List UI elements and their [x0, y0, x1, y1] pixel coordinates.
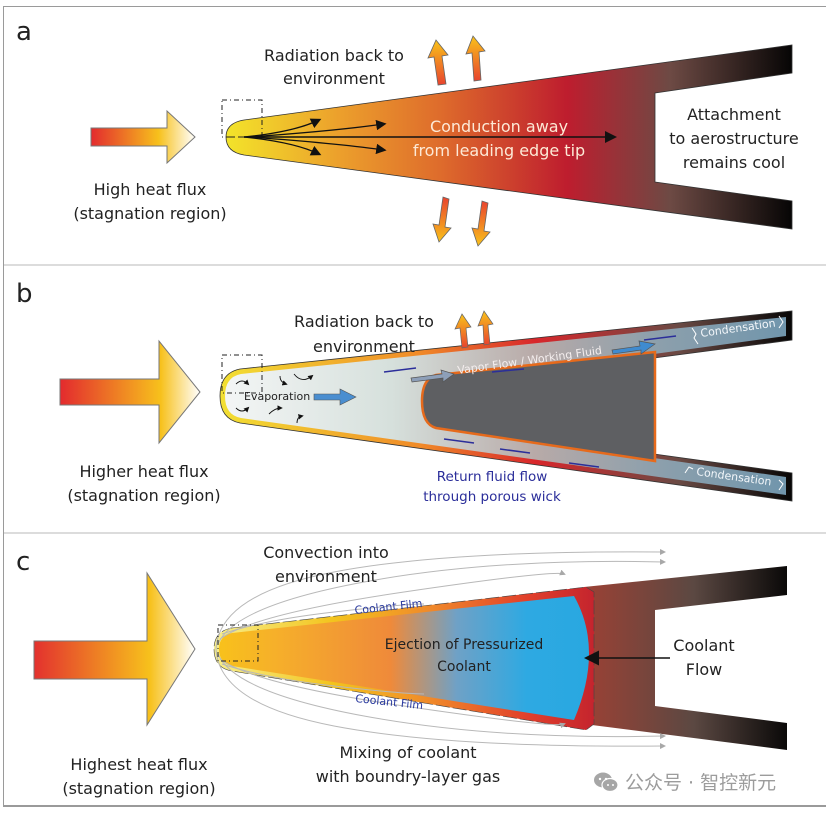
- heat-flux-arrow: [59, 339, 201, 445]
- wechat-icon: [594, 772, 619, 792]
- vapor-flow-arrow: [410, 369, 455, 383]
- evaporation-arrow: [293, 373, 314, 381]
- vapor-flow-arrow: [611, 340, 656, 355]
- stagnation-box: [217, 624, 259, 662]
- panel-letter: c: [16, 547, 30, 577]
- condensation-icon: [778, 315, 784, 329]
- wick-return-arrows: [383, 335, 677, 468]
- panel-divider: [4, 532, 826, 534]
- incoming-label: Higher heat flux(stagnation region): [67, 462, 220, 505]
- watermark: 公众号 · 智控新元: [593, 768, 776, 795]
- stagnation-box: [221, 354, 263, 394]
- watermark-text: 公众号 · 智控新元: [625, 772, 777, 794]
- radiation-arrow-up: [477, 310, 494, 346]
- boundary-layer-streamlines: [215, 548, 666, 750]
- panel-a-diagram: a High heat flux(stagnation region) Cond…: [16, 17, 799, 247]
- leading-edge-body: [584, 566, 787, 750]
- panel-a: a High heat flux(stagnation region) Cond…: [4, 7, 826, 264]
- evaporation-arrow: [235, 379, 250, 386]
- conduction-arrow: [248, 136, 387, 155]
- conduction-arrow: [243, 136, 322, 156]
- condensation-icon: [684, 466, 694, 474]
- evaporation-arrow: [268, 405, 283, 415]
- conduction-arrow: [243, 118, 322, 138]
- condensation-icon: [778, 479, 784, 491]
- radiation-arrow-down: [432, 196, 452, 243]
- evaporation-arrow: [279, 375, 288, 386]
- coolant-core: [219, 596, 589, 720]
- incoming-label: Highest heat flux(stagnation region): [62, 755, 215, 798]
- figure-frame-bottom: [3, 805, 826, 807]
- panel-b-diagram: b Higher heat flux(stagnation region) Ev…: [16, 279, 793, 505]
- radiation-arrow-down: [471, 200, 491, 247]
- panel-b: b Higher heat flux(stagnation region) Ev…: [4, 266, 826, 532]
- condensation-icon: [691, 327, 699, 345]
- panel-letter: a: [16, 17, 32, 47]
- panel-letter: b: [16, 279, 33, 309]
- radiation-arrow-up: [465, 35, 486, 82]
- figure-frame: [3, 6, 826, 807]
- panel-c: c Highest heat flux(stagnation region) C…: [4, 534, 826, 805]
- heat-flux-arrow: [90, 109, 196, 165]
- evaporation-arrow: [296, 414, 304, 424]
- evaporation-label: Evaporation: [244, 390, 310, 403]
- panel-c-diagram: c Highest heat flux(stagnation region) C…: [16, 543, 787, 798]
- radiation-arrow-up: [454, 313, 472, 349]
- evaporation-arrow: [235, 406, 250, 413]
- evaporation-flow-arrow: [313, 388, 357, 406]
- conduction-arrow: [248, 119, 387, 138]
- heat-flux-arrow: [33, 571, 196, 727]
- incoming-label: High heat flux(stagnation region): [73, 180, 226, 223]
- panel-divider: [4, 264, 826, 266]
- radiation-arrow-up: [427, 39, 449, 86]
